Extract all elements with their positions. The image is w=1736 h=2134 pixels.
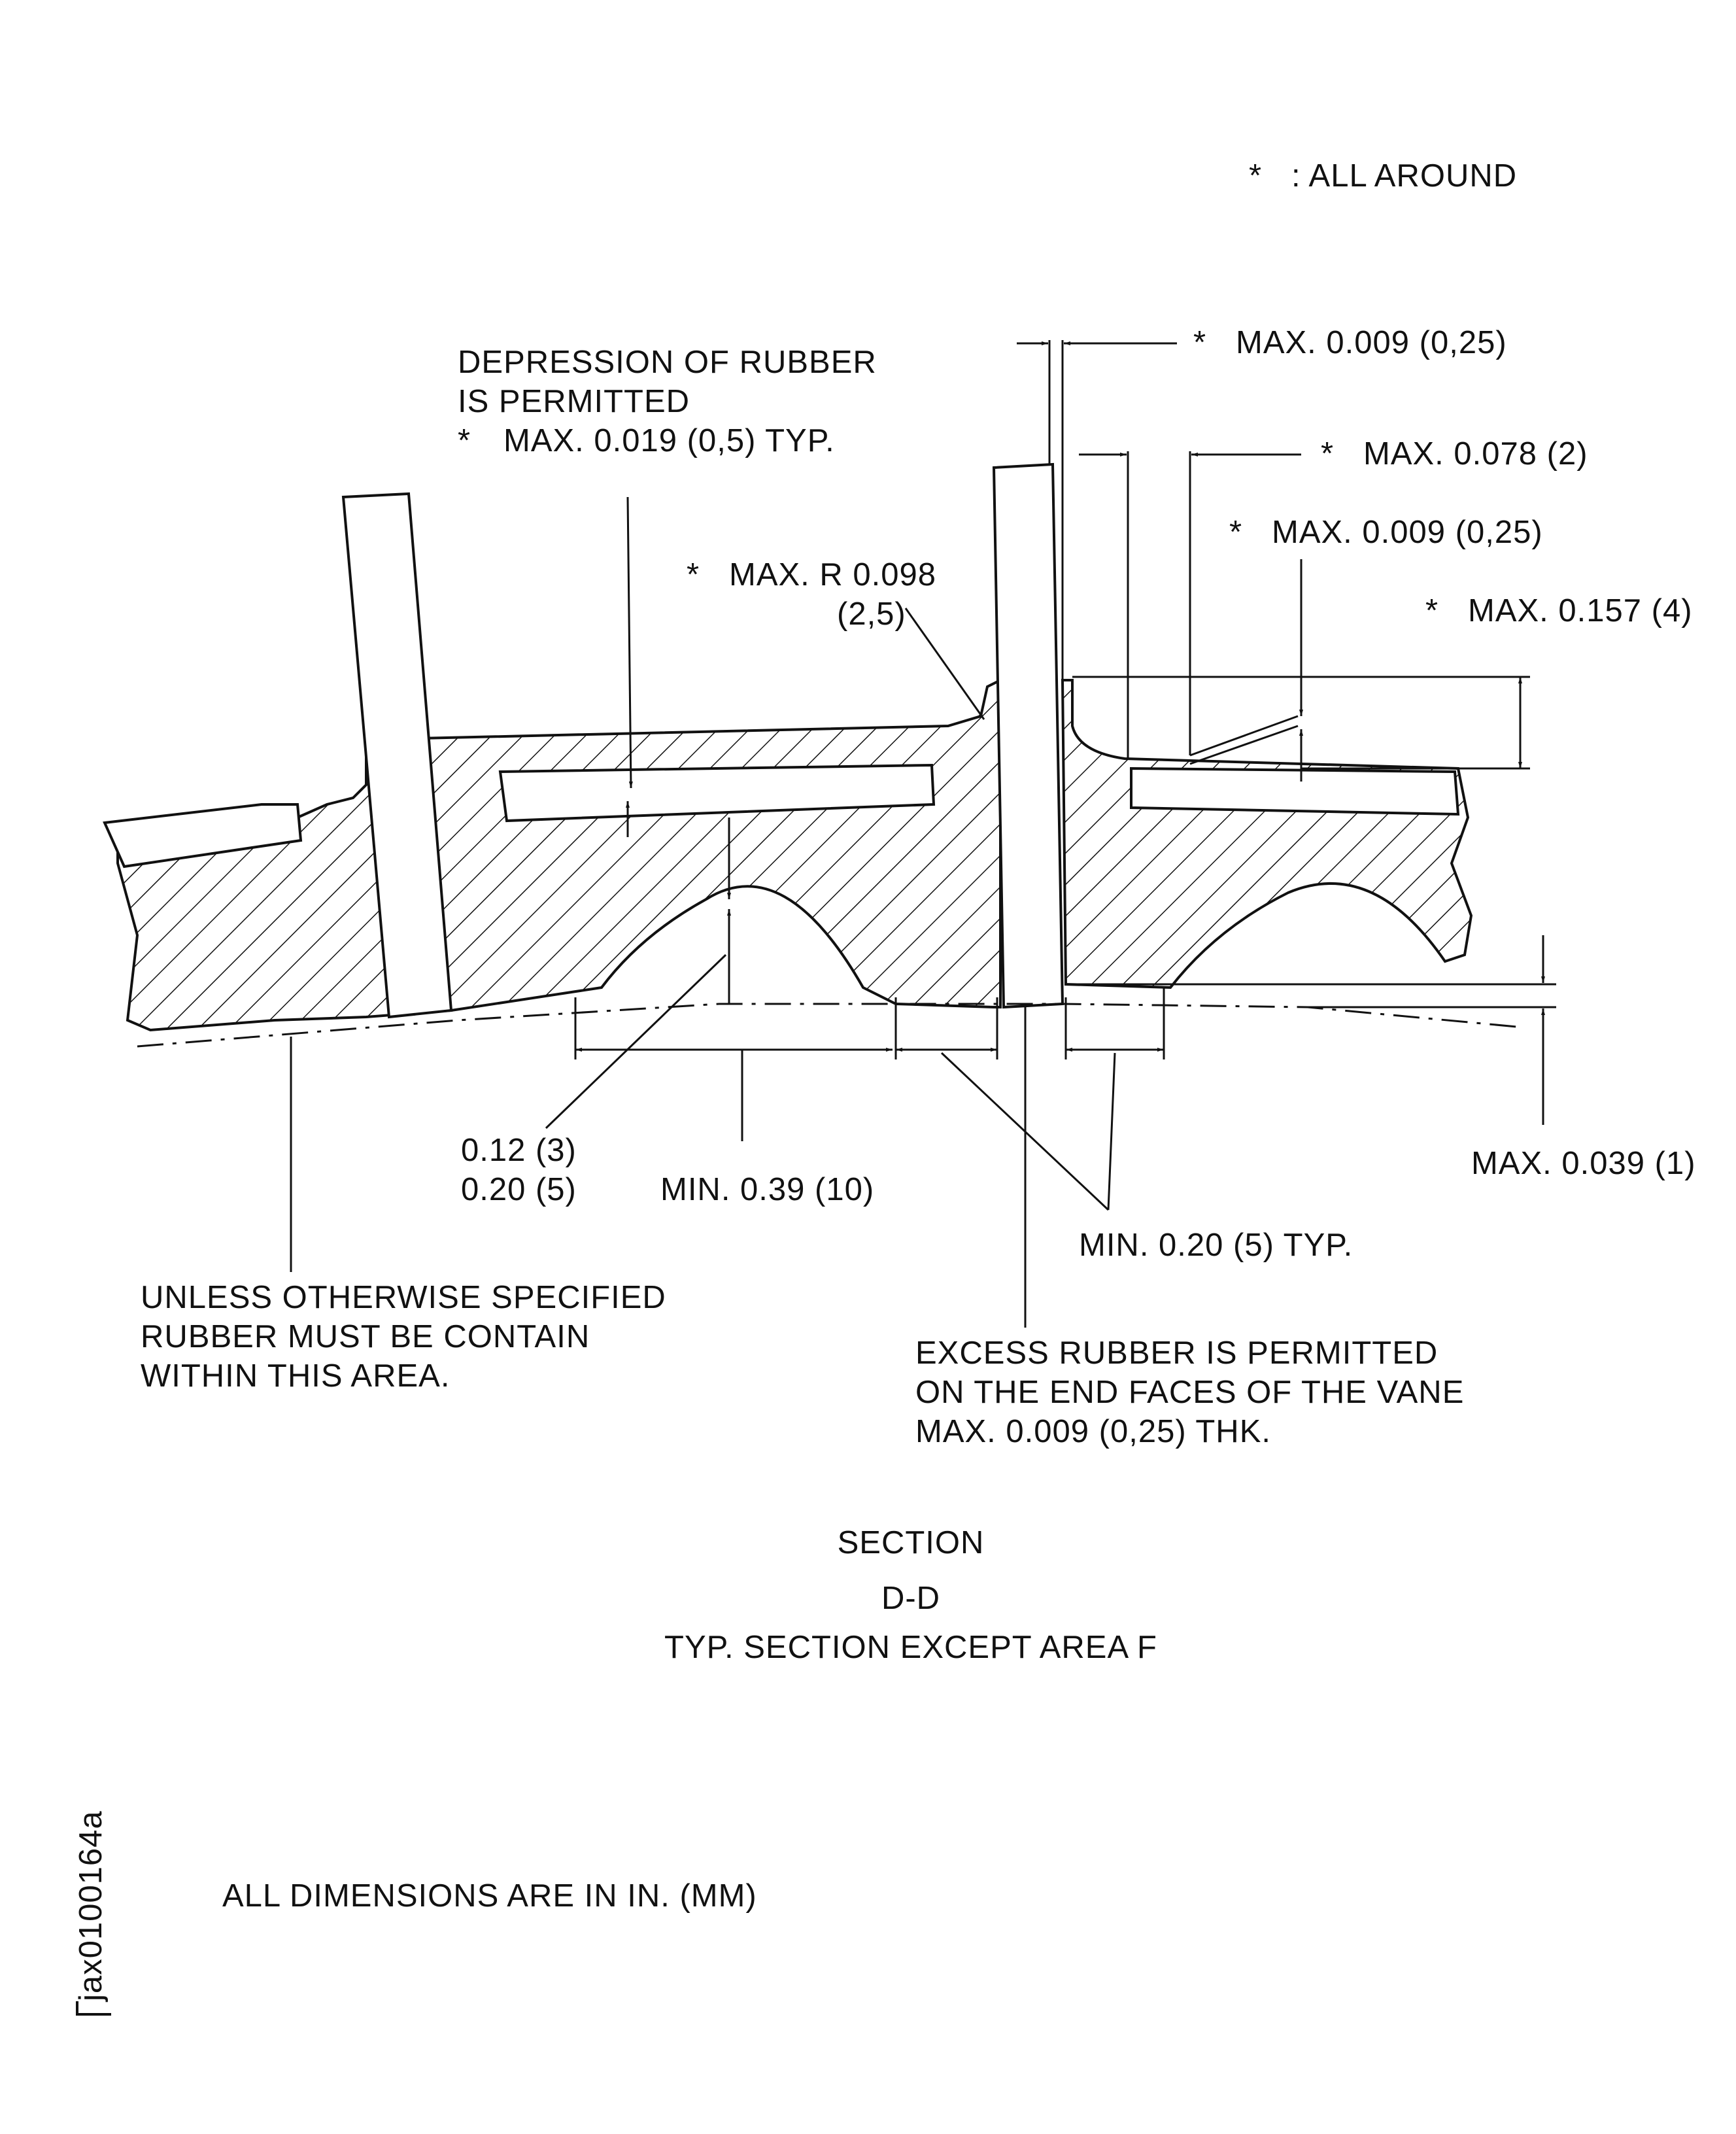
callout-078: MAX. 0.078 (2) — [1363, 436, 1588, 472]
callout-top-gap: MAX. 0.009 (0,25) — [1236, 325, 1507, 360]
figure-code-bracket — [76, 2001, 111, 2016]
section-word: SECTION — [838, 1525, 985, 1560]
callout-excess-2: ON THE END FACES OF THE VANE — [915, 1375, 1464, 1410]
figure-code: jax0100164a — [73, 1810, 109, 2003]
callout-radius-1: MAX. R 0.098 — [729, 557, 936, 593]
star-depression: * — [458, 423, 471, 458]
rubber-strip-right — [1130, 766, 1460, 816]
rubber-strip-center — [498, 763, 936, 823]
chamfer-line-2 — [1189, 725, 1299, 765]
leader-radius — [904, 608, 985, 720]
dimension-lines — [290, 341, 1545, 1328]
section-id: D-D — [881, 1581, 940, 1616]
callout-020: 0.20 (5) — [461, 1172, 577, 1207]
rubber-body-left — [116, 678, 1002, 1032]
callout-depression-3: MAX. 0.019 (0,5) TYP. — [503, 423, 835, 458]
callout-depression-1: DEPRESSION OF RUBBER — [458, 345, 877, 380]
callout-edge-009: MAX. 0.009 (0,25) — [1272, 515, 1543, 550]
star-radius: * — [687, 557, 700, 593]
leader-012 — [545, 954, 727, 1129]
legend-star: * — [1249, 158, 1262, 194]
chamfer-line-1 — [1189, 715, 1299, 757]
callout-min-039: MIN. 0.39 (10) — [660, 1172, 874, 1207]
rubber-body-right — [1061, 679, 1473, 990]
callout-excess-1: EXCESS RUBBER IS PERMITTED — [915, 1335, 1438, 1371]
section-subtitle: TYP. SECTION EXCEPT AREA F — [664, 1630, 1157, 1665]
callout-radius-2: (2,5) — [837, 596, 906, 632]
callout-unless-1: UNLESS OTHERWISE SPECIFIED — [141, 1280, 666, 1315]
annotations: * : ALL AROUND * MAX. 0.009 (0,25) DEPRE… — [73, 158, 1696, 2016]
callout-max-039: MAX. 0.039 (1) — [1471, 1146, 1696, 1181]
star-top-gap: * — [1193, 325, 1206, 360]
callout-012: 0.12 (3) — [461, 1133, 577, 1168]
rubber-strip-left — [103, 803, 303, 869]
legend-text: : ALL AROUND — [1291, 158, 1517, 194]
leader-min-020-b — [1107, 1052, 1116, 1211]
vane-center — [992, 462, 1064, 1009]
star-edge-009: * — [1229, 515, 1242, 550]
callout-min-020: MIN. 0.20 (5) TYP. — [1079, 1228, 1353, 1263]
units-note: ALL DIMENSIONS ARE IN IN. (MM) — [222, 1878, 757, 1914]
leader-depression — [626, 496, 633, 789]
blade-left — [341, 492, 453, 1019]
callout-157: MAX. 0.157 (4) — [1468, 593, 1693, 628]
callout-unless-2: RUBBER MUST BE CONTAIN — [141, 1319, 590, 1354]
star-157: * — [1425, 593, 1438, 628]
callout-excess-3: MAX. 0.009 (0,25) THK. — [915, 1414, 1271, 1449]
callout-depression-2: IS PERMITTED — [458, 384, 690, 419]
star-078: * — [1321, 436, 1334, 472]
callout-unless-3: WITHIN THIS AREA. — [141, 1358, 450, 1394]
